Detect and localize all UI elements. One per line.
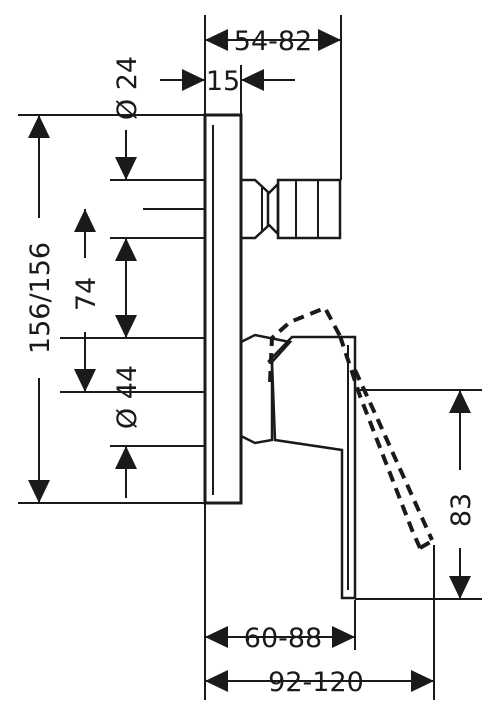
dimension-lever-depth: 60-88 <box>205 623 355 654</box>
label-total-depth: 92-120 <box>268 667 364 698</box>
label-plate-thickness: 15 <box>206 66 240 97</box>
label-lever-depth: 60-88 <box>244 623 322 654</box>
label-outlet-spacing: 74 <box>71 277 102 311</box>
label-total-height: 156/156 <box>25 242 56 354</box>
label-top-depth: 54-82 <box>234 26 312 57</box>
dimension-lower-diameter: Ø 44 <box>112 238 143 498</box>
dimension-top-depth: 54-82 <box>204 15 342 180</box>
diverter-knob <box>241 178 342 240</box>
lever-handle <box>240 333 357 600</box>
dimension-lever-swing: 83 <box>355 389 482 600</box>
dimension-total-height: 156/156 <box>25 115 56 503</box>
bottom-extension-lines <box>204 503 435 700</box>
dimension-upper-diameter: Ø 24 <box>112 56 143 280</box>
label-lower-diameter: Ø 44 <box>112 365 143 429</box>
wall-plate <box>203 113 243 505</box>
extension-lines <box>18 114 205 504</box>
lever-alternate-position <box>268 305 435 550</box>
dimension-plate-thickness: 15 <box>160 65 295 115</box>
dimension-total-depth: 92-120 <box>205 667 434 698</box>
label-lever-swing: 83 <box>446 493 477 527</box>
label-upper-diameter: Ø 24 <box>112 56 143 120</box>
dimension-outlet-spacing: 74 <box>71 209 102 392</box>
